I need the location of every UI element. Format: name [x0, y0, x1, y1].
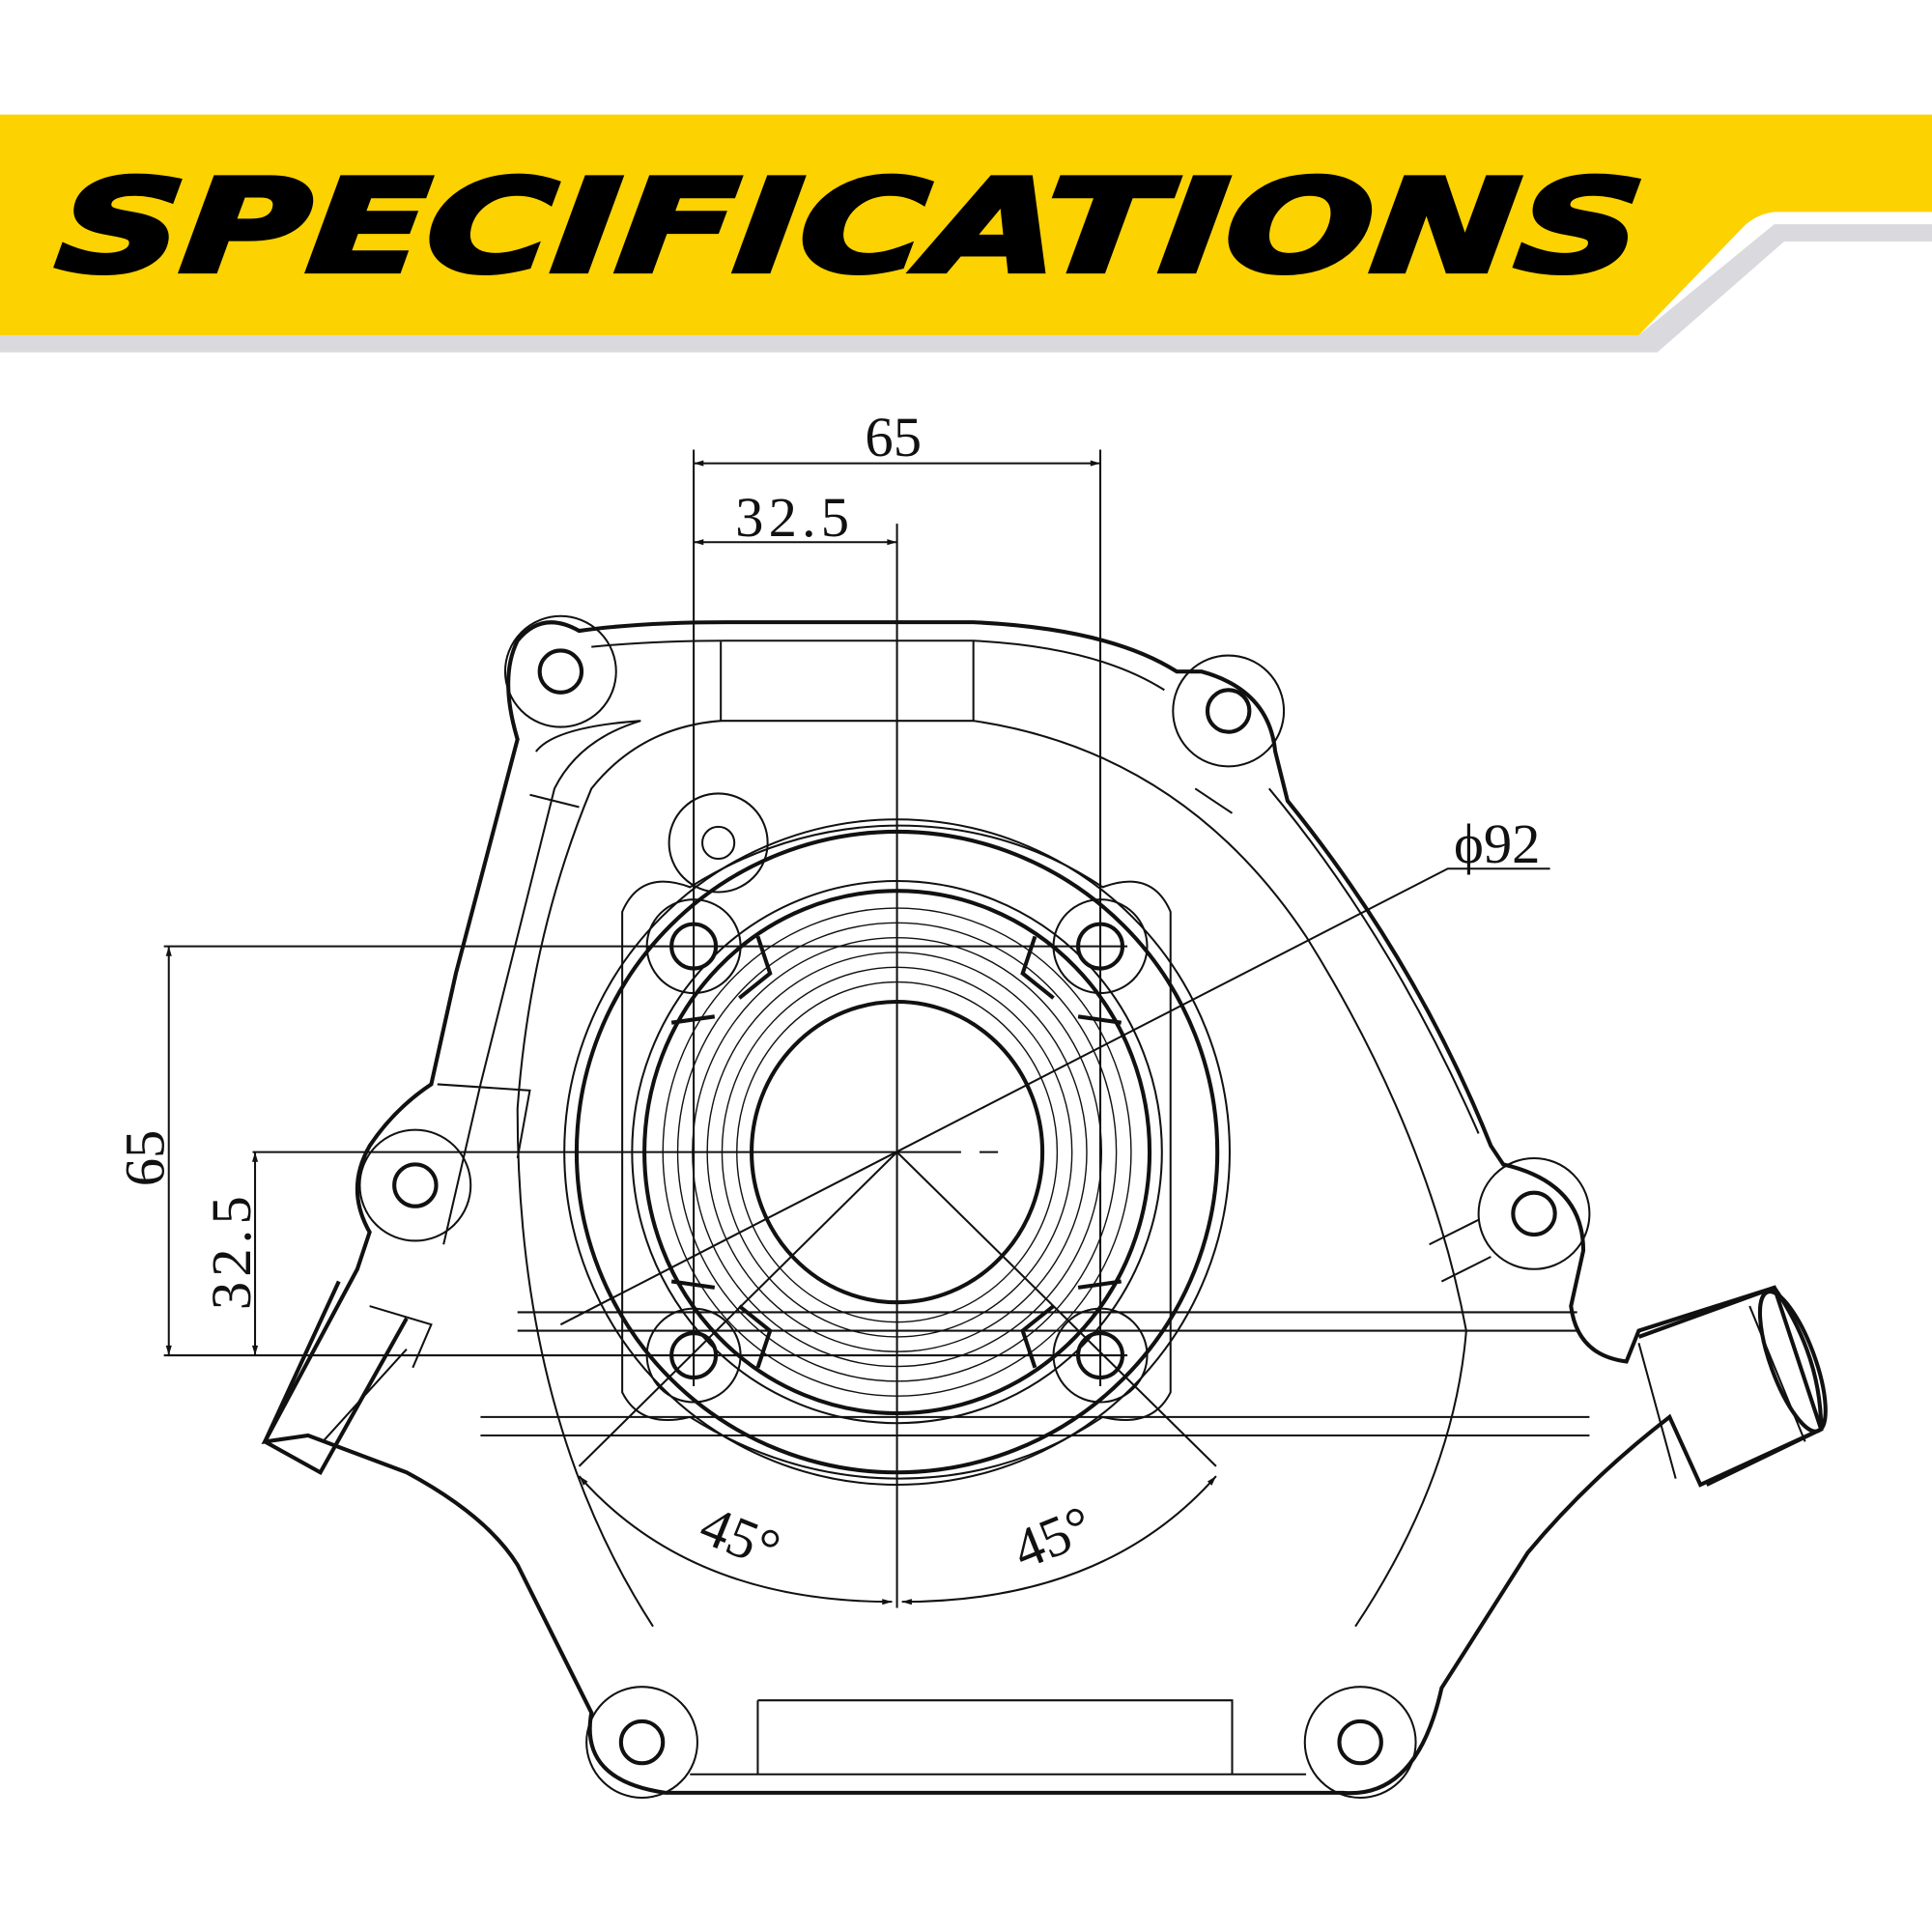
dim-diameter: ϕ92 — [1454, 812, 1541, 875]
banner-shadow — [0, 224, 1932, 353]
banner-title: SPECIFICATIONS — [51, 154, 1650, 302]
mounting-hole — [1172, 654, 1286, 768]
dimension-lines — [163, 449, 1550, 1608]
header-banner: SPECIFICATIONS — [0, 114, 1932, 353]
mounting-hole — [585, 1686, 698, 1799]
mounting-hole — [358, 1128, 472, 1242]
small-hole — [668, 792, 769, 894]
mounting-hole — [1477, 1156, 1591, 1270]
dim-top-half: 32.5 — [735, 486, 854, 549]
dim-top-total: 65 — [865, 406, 922, 469]
dim-left-total: 65 — [114, 1130, 177, 1187]
dim-left-half: 32.5 — [200, 1191, 263, 1310]
outlet-pipes — [262, 1280, 1828, 1487]
mounting-holes — [358, 614, 1591, 1799]
engine-cover-outline — [261, 620, 1824, 1796]
mounting-hole — [503, 614, 617, 728]
mounting-hole — [1303, 1686, 1417, 1799]
banner-band — [0, 114, 1932, 335]
